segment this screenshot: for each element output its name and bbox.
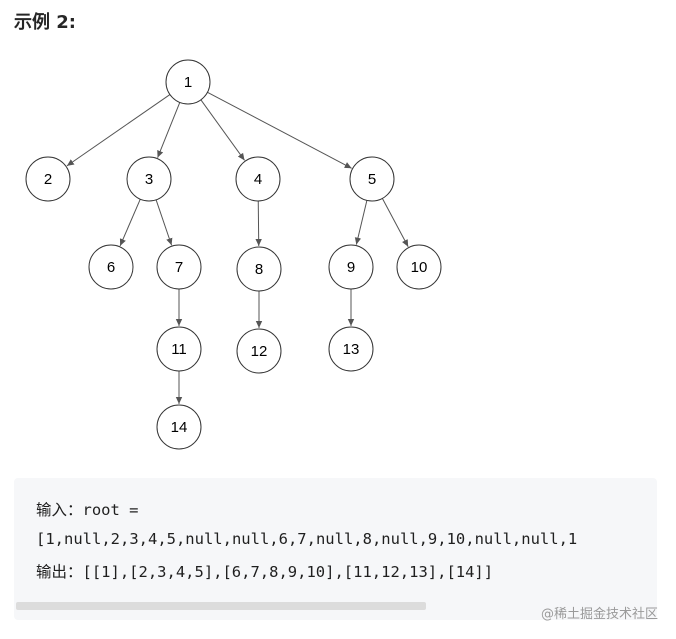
tree-node-circle: [126, 156, 172, 202]
tree-node-2: 2: [25, 156, 71, 202]
tree-edge-3-7: [155, 199, 173, 246]
code-block: 输入：root = [1,null,2,3,4,5,null,null,6,7,…: [14, 478, 657, 620]
horizontal-scrollbar[interactable]: [14, 602, 657, 612]
output-line: 输出：[[1],[2,3,4,5],[6,7,8,9,10],[11,12,13…: [36, 563, 494, 581]
tree-node-5: 5: [349, 156, 395, 202]
input-value-line: [1,null,2,3,4,5,null,null,6,7,null,8,nul…: [36, 530, 578, 548]
tree-edge-5-10: [381, 198, 409, 247]
tree-node-circle: [25, 156, 71, 202]
tree-edge-1-3: [157, 102, 181, 158]
tree-node-circle: [156, 404, 202, 450]
tree-node-3: 3: [126, 156, 172, 202]
scrollbar-thumb[interactable]: [16, 602, 426, 610]
tree-node-label: 5: [368, 171, 376, 188]
tree-node-label: 7: [175, 259, 183, 276]
tree-node-circle: [165, 59, 211, 105]
tree-node-7: 7: [156, 244, 202, 290]
tree-node-label: 13: [343, 341, 360, 358]
tree-node-circle: [235, 156, 281, 202]
tree-node-9: 9: [328, 244, 374, 290]
tree-node-14: 14: [156, 404, 202, 450]
tree-node-circle: [328, 326, 374, 372]
tree-node-label: 3: [145, 171, 153, 188]
tree-node-6: 6: [88, 244, 134, 290]
tree-node-circle: [236, 246, 282, 292]
tree-node-label: 9: [347, 259, 355, 276]
watermark: @稀土掘金技术社区: [540, 607, 658, 622]
tree-node-1: 1: [165, 59, 211, 105]
tree-node-11: 11: [156, 326, 202, 372]
tree-node-circle: [349, 156, 395, 202]
tree-node-circle: [328, 244, 374, 290]
tree-node-4: 4: [235, 156, 281, 202]
tree-node-label: 4: [254, 171, 262, 188]
tree-node-label: 8: [255, 261, 263, 278]
tree-node-label: 10: [411, 259, 428, 276]
tree-node-10: 10: [396, 244, 442, 290]
tree-node-label: 12: [251, 343, 268, 360]
tree-node-circle: [88, 244, 134, 290]
tree-node-label: 14: [171, 419, 188, 436]
tree-node-label: 11: [171, 341, 187, 358]
input-label-line: 输入：root =: [36, 501, 139, 519]
tree-node-label: 2: [44, 171, 52, 188]
tree-node-circle: [156, 326, 202, 372]
tree-edge-4-8: [255, 200, 262, 247]
tree-node-label: 1: [184, 74, 192, 91]
tree-node-12: 12: [236, 328, 282, 374]
tree-edge-3-6: [119, 198, 141, 247]
tree-node-circle: [236, 328, 282, 374]
tree-edge-1-4: [200, 99, 245, 161]
tree-edge-5-9: [354, 200, 368, 245]
tree-node-8: 8: [236, 246, 282, 292]
tree-edge-1-5: [207, 91, 352, 169]
tree-edge-1-2: [66, 94, 171, 167]
tree-node-13: 13: [328, 326, 374, 372]
tree-node-label: 6: [107, 259, 115, 276]
tree-node-circle: [156, 244, 202, 290]
example-heading: 示例 2:: [14, 12, 76, 33]
tree-node-circle: [396, 244, 442, 290]
